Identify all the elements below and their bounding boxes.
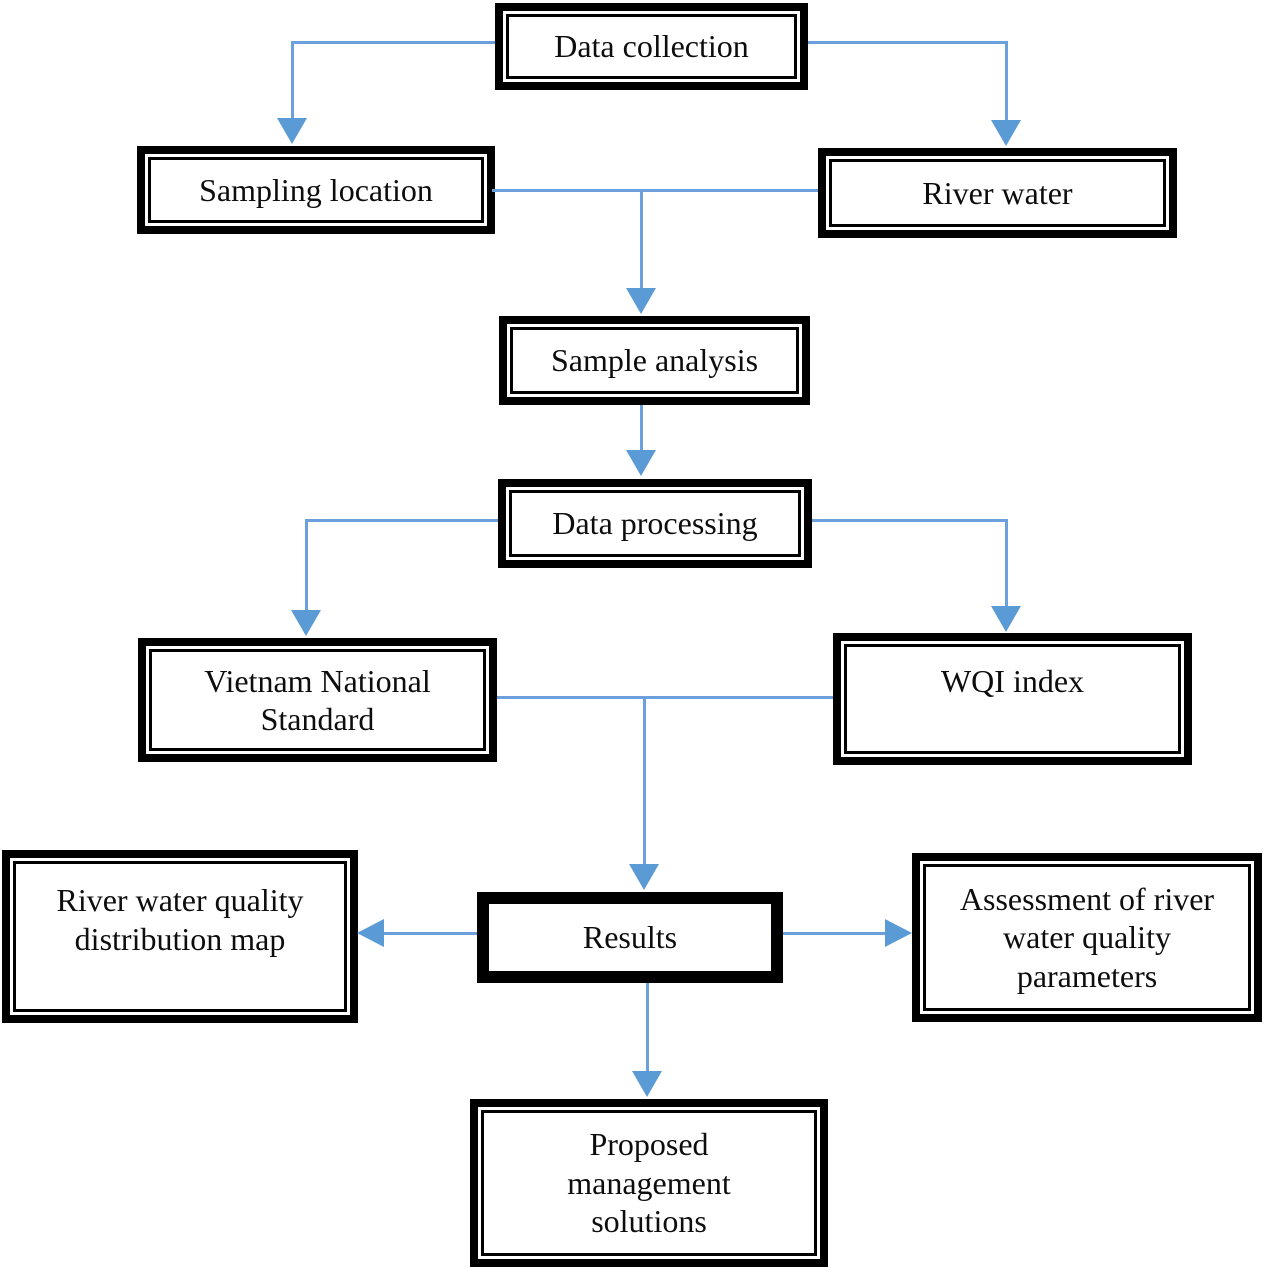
node-sampling-location: Sampling location bbox=[137, 146, 495, 234]
edge-dataprocessing-wqi-arrowhead-icon bbox=[991, 606, 1021, 632]
edge-dataprocessing-vns-vline bbox=[305, 519, 308, 610]
edge-datacollection-samplinglocation-vline bbox=[291, 41, 294, 118]
edge-sampleanalysis-dataprocessing-arrowhead-icon bbox=[626, 450, 656, 476]
edge-datacollection-riverwater-arrowhead-icon bbox=[991, 120, 1021, 146]
node-sample-analysis-label: Sample analysis bbox=[550, 342, 759, 379]
edge-results-proposed-vline bbox=[646, 983, 649, 1071]
edge-dataprocessing-wqi-vline bbox=[1005, 519, 1008, 606]
node-river-water-quality-distribution-map: River water quality distribution map bbox=[2, 850, 358, 1023]
edge-results-rivermap-hline bbox=[384, 932, 477, 935]
node-wqi-index: WQI index bbox=[833, 633, 1192, 765]
edge-results-rivermap-arrowhead-icon bbox=[357, 919, 384, 947]
node-sample-analysis: Sample analysis bbox=[499, 316, 810, 405]
node-data-processing-label: Data processing bbox=[552, 505, 758, 542]
edge-junction-sampleanalysis-vline bbox=[640, 189, 643, 288]
node-proposed-management-solutions: Proposed management solutions bbox=[470, 1099, 828, 1267]
node-data-collection-label: Data collection bbox=[554, 28, 749, 65]
edge-datacollection-samplinglocation-hline bbox=[293, 41, 495, 44]
node-river-water-quality-distribution-map-label: River water quality distribution map bbox=[56, 882, 304, 957]
node-vietnam-national-standard-label: Vietnam National Standard bbox=[204, 662, 431, 737]
node-sampling-location-label: Sampling location bbox=[199, 171, 433, 208]
edge-vns-wqi-connector bbox=[497, 696, 833, 699]
node-data-collection: Data collection bbox=[495, 3, 808, 90]
edge-samplinglocation-riverwater-connector bbox=[492, 189, 818, 192]
edge-junction-results-vline bbox=[643, 696, 646, 864]
node-results-label: Results bbox=[582, 919, 678, 956]
edge-sampleanalysis-dataprocessing-vline bbox=[640, 405, 643, 450]
node-river-water-label: River water bbox=[922, 174, 1073, 211]
node-wqi-index-label: WQI index bbox=[940, 662, 1085, 699]
node-river-water: River water bbox=[818, 148, 1177, 238]
edge-junction-results-arrowhead-icon bbox=[629, 864, 659, 890]
node-data-processing: Data processing bbox=[498, 479, 812, 568]
edge-dataprocessing-wqi-hline bbox=[812, 519, 1007, 522]
node-assessment-of-river-water-quality-parameters: Assessment of river water quality parame… bbox=[912, 853, 1262, 1022]
edge-dataprocessing-vns-arrowhead-icon bbox=[291, 610, 321, 636]
edge-dataprocessing-vns-hline bbox=[305, 519, 498, 522]
edge-results-assessment-hline bbox=[783, 932, 885, 935]
edge-datacollection-samplinglocation-arrowhead-icon bbox=[277, 118, 307, 144]
edge-junction-sampleanalysis-arrowhead-icon bbox=[626, 288, 656, 314]
edge-datacollection-riverwater-vline bbox=[1005, 41, 1008, 120]
edge-datacollection-riverwater-hline bbox=[808, 41, 1007, 44]
edge-results-proposed-arrowhead-icon bbox=[632, 1071, 662, 1097]
node-vietnam-national-standard: Vietnam National Standard bbox=[138, 638, 497, 762]
node-assessment-of-river-water-quality-parameters-label: Assessment of river water quality parame… bbox=[959, 880, 1215, 994]
edge-results-assessment-arrowhead-icon bbox=[885, 919, 912, 947]
node-results: Results bbox=[477, 892, 783, 983]
node-proposed-management-solutions-label: Proposed management solutions bbox=[567, 1126, 731, 1240]
